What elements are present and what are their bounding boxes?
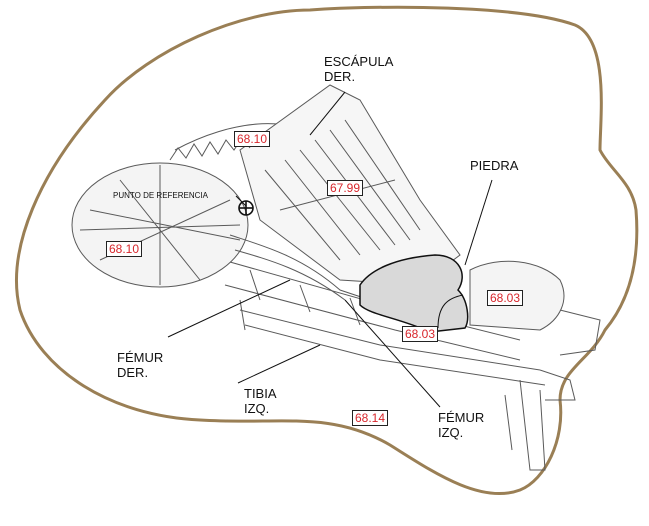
leader-tibia-izq	[238, 345, 320, 383]
label-tibia-izq: TIBIA IZQ.	[244, 386, 277, 416]
label-escapula-der: ESCÁPULA DER.	[324, 54, 393, 84]
reference-label: PUNTO DE REFERENCIA	[113, 191, 208, 200]
label-tibia-izq-line2: IZQ.	[244, 401, 277, 416]
elevation-right-leg: 68.03	[487, 290, 523, 306]
elevation-skull: 68.10	[106, 241, 142, 257]
label-femur-izq-line2: IZQ.	[438, 425, 484, 440]
elevation-knees: 68.03	[402, 326, 438, 342]
label-femur-izq: FÉMUR IZQ.	[438, 410, 484, 440]
elevation-torso: 67.99	[327, 180, 363, 196]
leader-piedra	[465, 180, 492, 265]
leader-femur-der	[168, 280, 290, 337]
label-escapula-line1: ESCÁPULA	[324, 54, 393, 69]
label-femur-der: FÉMUR DER.	[117, 350, 163, 380]
label-femur-izq-line1: FÉMUR	[438, 410, 484, 425]
label-femur-der-line2: DER.	[117, 365, 163, 380]
label-escapula-line2: DER.	[324, 69, 393, 84]
elevation-bottom: 68.14	[352, 410, 388, 426]
elevation-upper-back: 68.10	[234, 131, 270, 147]
label-femur-der-line1: FÉMUR	[117, 350, 163, 365]
label-tibia-izq-line1: TIBIA	[244, 386, 277, 401]
crosshair-icon	[239, 201, 253, 215]
label-piedra: PIEDRA	[470, 158, 518, 173]
